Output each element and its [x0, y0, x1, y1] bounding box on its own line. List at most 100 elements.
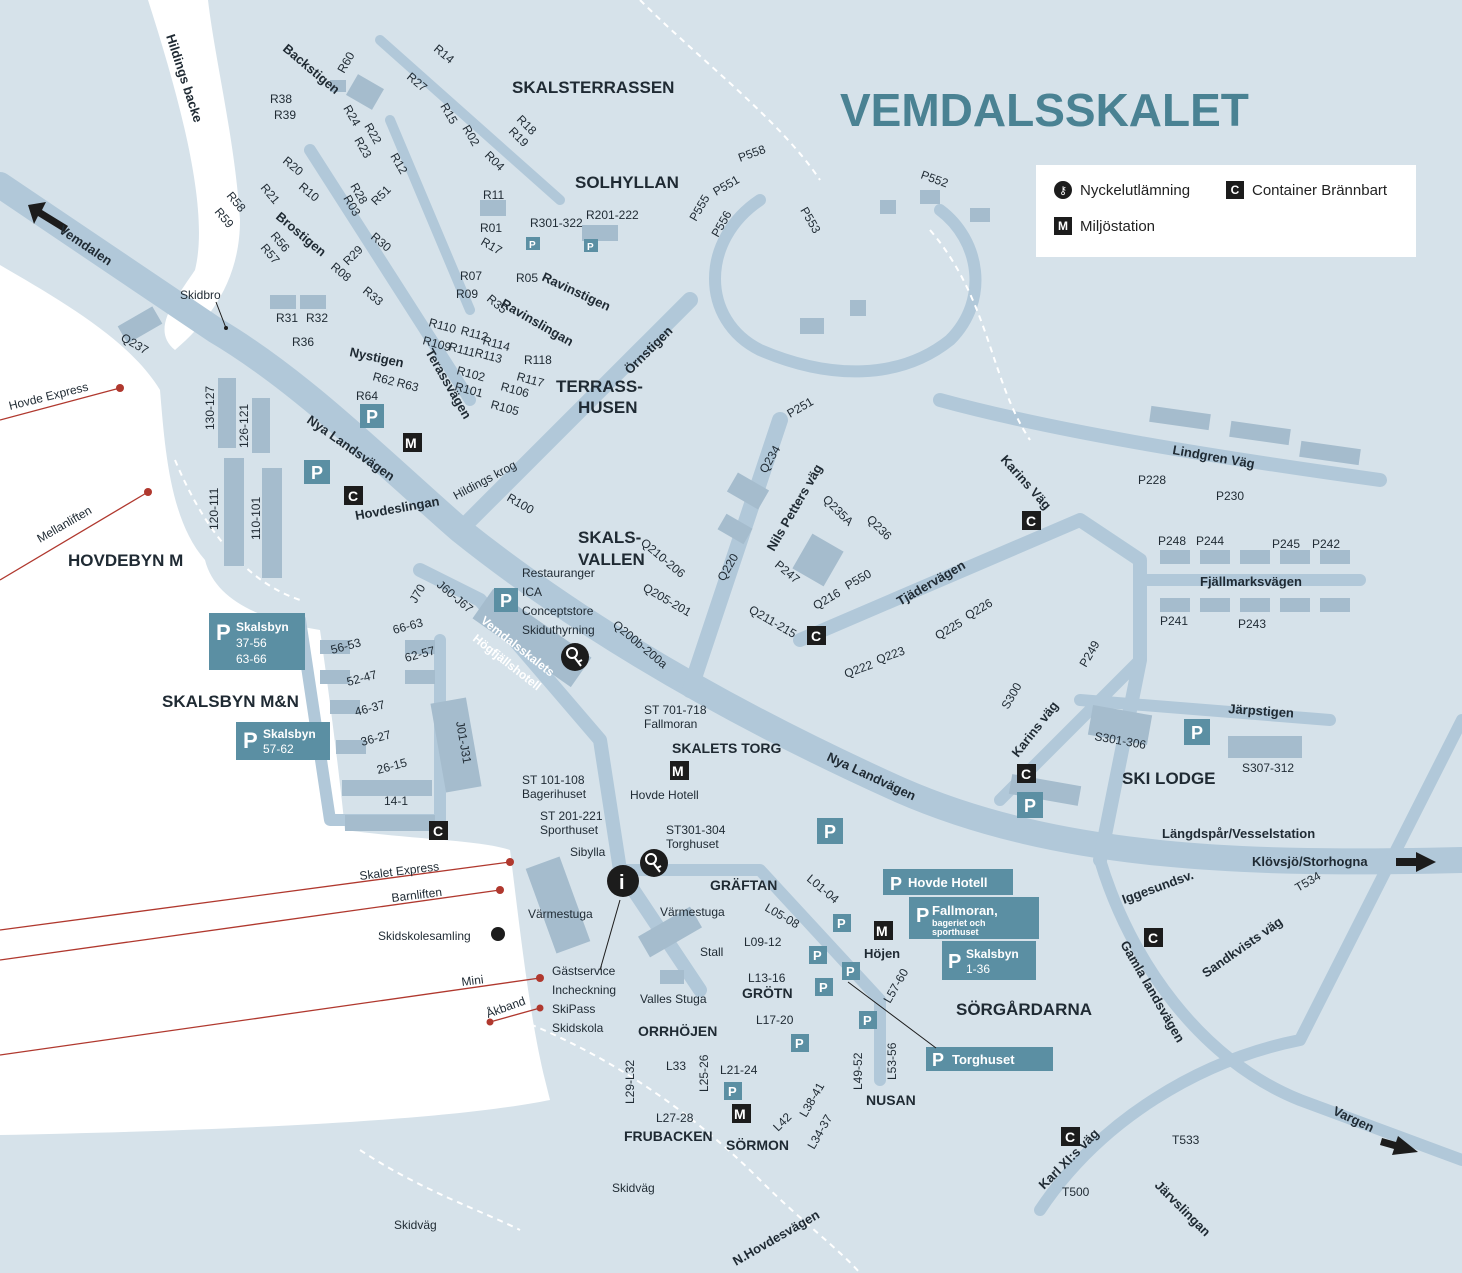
road-lindgren: Lindgren Väg — [1171, 442, 1255, 471]
parking-icon: P — [791, 1034, 809, 1052]
area-graftan: GRÄFTAN — [710, 877, 777, 893]
parking-skalsbyn-57-62: P Skalsbyn 57-62 — [236, 722, 330, 760]
unit-label: R20 — [280, 154, 306, 179]
parking-icon: P — [724, 1082, 742, 1100]
unit-label: R17 — [479, 234, 505, 257]
unit-label: L33 — [666, 1059, 686, 1073]
container-icon: C — [807, 626, 826, 645]
parking-skalsbyn-1-36: P Skalsbyn 1-36 — [942, 941, 1036, 980]
svg-text:sporthuset: sporthuset — [932, 927, 979, 937]
road-network — [0, 35, 1462, 1216]
svg-text:57-62: 57-62 — [263, 742, 294, 756]
miljostation-icon: M — [732, 1104, 751, 1123]
place-varmestuga-1: Värmestuga — [528, 907, 593, 921]
unit-label: 110-101 — [249, 497, 263, 540]
svg-text:M: M — [876, 923, 888, 939]
svg-text:P: P — [728, 1084, 737, 1099]
ski-lifts — [0, 384, 544, 1056]
area-nusan: NUSAN — [866, 1092, 916, 1108]
area-skals-1: SKALS- — [578, 528, 641, 547]
svg-text:P: P — [932, 1050, 944, 1070]
svg-text:Hovde Hotell: Hovde Hotell — [908, 875, 987, 890]
place-st101: ST 101-108 — [522, 773, 585, 787]
legend-key-return: ⚷ Nyckelutlämning — [1054, 181, 1190, 199]
unit-label: R14 — [431, 42, 457, 67]
unit-label: L21-24 — [720, 1063, 758, 1077]
area-frubacken: FRUBACKEN — [624, 1128, 713, 1144]
svg-text:P: P — [824, 822, 836, 842]
unit-label: Q222 — [842, 658, 875, 681]
place-skiduthyrning: Skiduthyrning — [522, 623, 595, 637]
unit-label: 120-111 — [207, 487, 221, 530]
unit-label: P553 — [797, 205, 823, 237]
unit-label: P228 — [1138, 473, 1166, 487]
unit-label: P241 — [1160, 614, 1188, 628]
place-restauranger: Restauranger — [522, 566, 595, 580]
unit-label: J70 — [406, 581, 428, 605]
container-icon: C — [1061, 1127, 1080, 1146]
unit-label: L57-60 — [880, 966, 911, 1006]
svg-text:Skalsbyn: Skalsbyn — [966, 947, 1019, 961]
svg-text:bageriet och: bageriet och — [932, 918, 986, 928]
unit-label: P552 — [919, 168, 950, 191]
place-varmestuga-2: Värmestuga — [660, 905, 725, 919]
ski-slope-area — [0, 265, 550, 1135]
svg-text:P: P — [311, 463, 323, 483]
svg-text:M: M — [405, 435, 417, 451]
area-sormon: SÖRMON — [726, 1137, 789, 1153]
place-incheckning: Incheckning — [552, 983, 616, 997]
svg-text:M: M — [672, 763, 684, 779]
unit-label: R301-322 — [530, 216, 583, 230]
lift-barnliften: Barnliften — [391, 885, 443, 905]
unit-label: R11 — [483, 188, 504, 202]
parking-boxes: P Skalsbyn 37-56 63-66 P Skalsbyn 57-62 … — [209, 613, 1053, 1071]
svg-text:C: C — [811, 628, 821, 644]
miljostation-icon: M — [1054, 217, 1072, 235]
road-fjallmark: Fjällmarksvägen — [1200, 574, 1302, 589]
legend-environment-label: Miljöstation — [1080, 217, 1156, 235]
parking-icon: P — [1017, 792, 1043, 818]
hildings-backe-slope — [148, 0, 240, 350]
svg-text:P: P — [243, 728, 258, 753]
unit-label: 126-121 — [237, 404, 251, 448]
road-iggesund: Iggesundsv. — [1120, 867, 1196, 907]
svg-text:P: P — [890, 874, 902, 894]
parking-hovde-hotell: P Hovde Hotell — [883, 869, 1013, 895]
road-vargen: Vargen — [1331, 1103, 1377, 1135]
skidskolesamling-label: Skidskolesamling — [378, 929, 471, 943]
unit-label: R01 — [480, 221, 502, 235]
unit-label: 66-63 — [391, 615, 425, 637]
unit-label: R32 — [306, 311, 328, 325]
area-terrass-1: TERRASS- — [556, 377, 643, 396]
parking-fallmoran: P Fallmoran, bageriet och sporthuset — [909, 897, 1039, 939]
svg-text:P: P — [819, 980, 828, 995]
unit-label: 130-127 — [203, 386, 217, 430]
place-fallmoran: Fallmoran — [644, 717, 697, 731]
svg-text:P: P — [846, 964, 855, 979]
area-ski-lodge: SKI LODGE — [1122, 769, 1216, 788]
container-icon: C — [429, 821, 448, 840]
svg-text:1-36: 1-36 — [966, 962, 990, 976]
place-st301: ST301-304 — [666, 823, 726, 837]
svg-text:C: C — [1065, 1129, 1075, 1145]
svg-text:37-56: 37-56 — [236, 636, 267, 650]
map-title: VEMDALSSKALET — [840, 84, 1249, 136]
road-gamla: Gamla landsvägen — [1117, 938, 1187, 1045]
area-sorgardarna: SÖRGÅRDARNA — [956, 1000, 1092, 1019]
unit-label: L01-04 — [804, 872, 842, 907]
parking-torghuset: P Torghuset — [926, 1047, 1053, 1071]
road-skidvag-1: Skidväg — [612, 1181, 655, 1195]
unit-label: R64 — [356, 389, 378, 403]
place-conceptstore: Conceptstore — [522, 604, 594, 618]
unit-label: R63 — [395, 375, 420, 394]
area-orrhojen: ORRHÖJEN — [638, 1023, 717, 1039]
unit-label: P550 — [843, 566, 875, 592]
parking-icon: P — [360, 404, 384, 428]
unit-label: R24 — [340, 103, 363, 129]
buildings — [117, 74, 1361, 984]
skidskolesamling-marker — [491, 927, 505, 941]
place-hovde-hotell: Hovde Hotell — [630, 788, 699, 802]
svg-text:M: M — [734, 1106, 746, 1122]
unit-label: L13-16 — [748, 971, 786, 985]
area-skalsterrassen: SKALSTERRASSEN — [512, 78, 674, 97]
